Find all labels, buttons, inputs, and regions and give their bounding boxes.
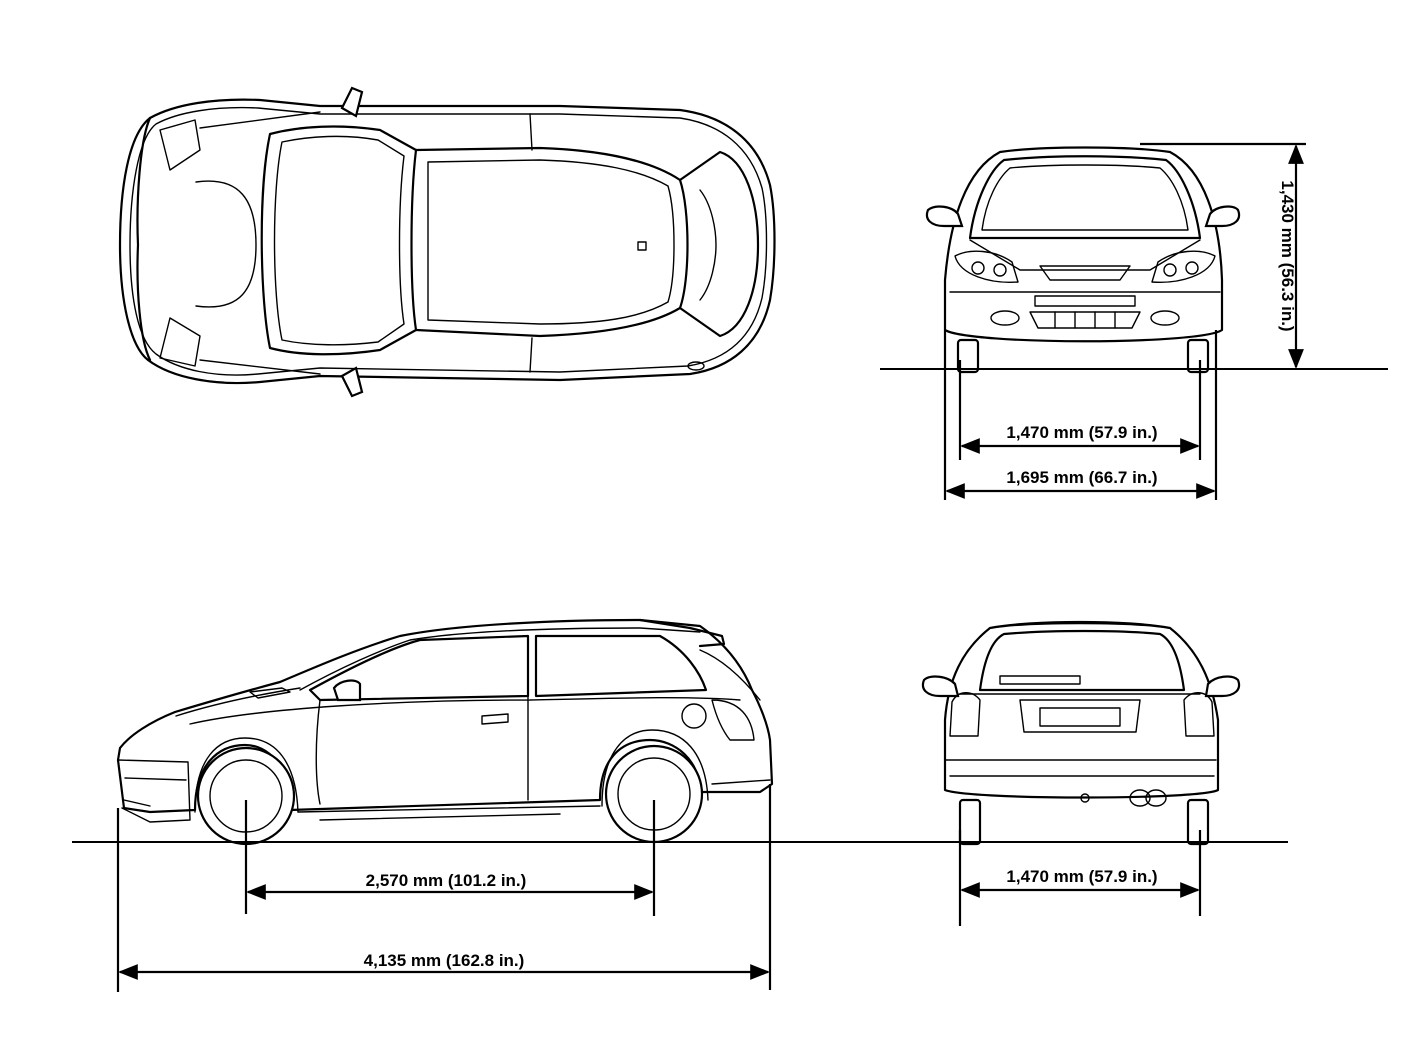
dim-front-track: 1,470 mm (57.9 in.) [958,360,1202,460]
rear-view [921,620,1241,846]
dim-overall-height: 1,430 mm (56.3 in.) [1140,142,1306,369]
dim-overall-width: 1,695 mm (66.7 in.) [943,330,1218,500]
front-track-label: 1,470 mm (57.9 in.) [1006,423,1157,442]
dim-overall-length: 4,135 mm (162.8 in.) [116,784,772,992]
rear-track-label: 1,470 mm (57.9 in.) [1006,867,1157,886]
dim-rear-track: 1,470 mm (57.9 in.) [958,830,1202,926]
side-view [116,618,774,846]
dim-wheelbase: 2,570 mm (101.2 in.) [244,800,656,916]
overall-length-label: 4,135 mm (162.8 in.) [364,951,525,970]
front-view [925,146,1241,374]
wheelbase-label: 2,570 mm (101.2 in.) [366,871,527,890]
top-view [118,86,776,398]
overall-width-label: 1,695 mm (66.7 in.) [1006,468,1157,487]
overall-height-label: 1,430 mm (56.3 in.) [1278,180,1297,331]
